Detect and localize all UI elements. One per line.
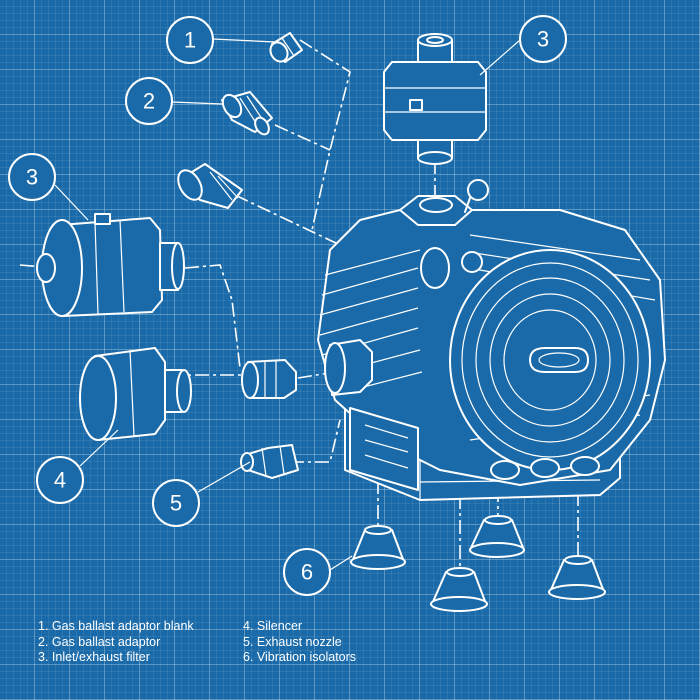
callout-3-top: 3 xyxy=(519,15,567,63)
inlet-exhaust-filter-left xyxy=(36,213,185,317)
legend-item-5: 5. Exhaust nozzle xyxy=(243,634,342,649)
legend-item-3: 3. Inlet/exhaust filter xyxy=(38,650,150,664)
legend-left: 1. Gas ballast adaptor blank 2. Gas ball… xyxy=(38,619,194,666)
gas-ballast-adaptor xyxy=(221,91,273,136)
legend-item-1: 1. Gas ballast adaptor blank xyxy=(38,619,194,633)
svg-text:1: 1 xyxy=(184,28,196,53)
leader-lines xyxy=(54,38,521,571)
exhaust-fitting-middle xyxy=(241,359,297,399)
gas-ballast-adaptor-blank xyxy=(269,32,303,63)
vibration-isolators xyxy=(350,515,606,612)
svg-text:3: 3 xyxy=(537,27,549,52)
callout-2: 2 xyxy=(125,77,173,125)
inlet-exhaust-filter-top xyxy=(383,33,487,165)
svg-text:2: 2 xyxy=(143,89,155,114)
legend-item-6: 6. Vibration isolators xyxy=(243,650,357,664)
callout-6: 6 xyxy=(283,548,331,596)
exhaust-nozzle-upper xyxy=(177,163,243,209)
svg-text:6: 6 xyxy=(301,560,313,585)
svg-text:4: 4 xyxy=(54,468,66,493)
callout-3-left: 3 xyxy=(8,153,56,201)
silencer xyxy=(79,347,192,441)
svg-text:3: 3 xyxy=(26,165,38,190)
exhaust-nozzle xyxy=(240,444,299,479)
vibration-isolator xyxy=(430,567,488,612)
svg-text:5: 5 xyxy=(170,491,182,516)
callout-5: 5 xyxy=(152,479,200,527)
callout-4: 4 xyxy=(36,456,84,504)
legend-right: 4. Silencer 5. Exhaust nozzle 6. Vibrati… xyxy=(243,619,356,666)
vibration-isolator xyxy=(469,515,525,558)
legend-item-4: 4. Silencer xyxy=(243,619,303,633)
legend-item-2: 2. Gas ballast adaptor xyxy=(38,634,161,649)
vibration-isolator xyxy=(350,525,406,570)
callout-1: 1 xyxy=(166,16,214,64)
vibration-isolator xyxy=(548,555,606,600)
scroll-pump-body xyxy=(317,179,666,501)
